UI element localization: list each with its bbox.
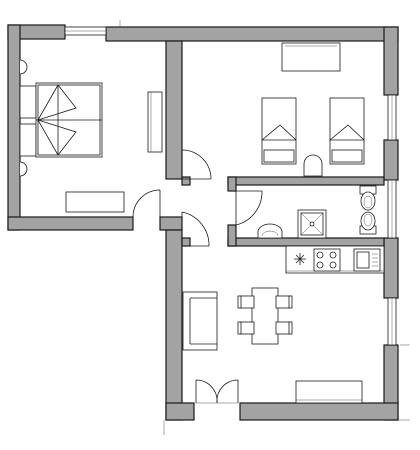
- wall-lamp-bottom: [19, 161, 28, 177]
- wall-hall-stub-top: [181, 176, 191, 186]
- dining-table: [251, 287, 279, 345]
- wall-right-2: [383, 139, 399, 181]
- fridge-icon: [294, 253, 306, 265]
- door-bedroom-double: [132, 189, 161, 218]
- wall-top-right: [105, 26, 399, 42]
- wall-bath-bottom: [227, 237, 385, 247]
- toilet: [359, 185, 377, 211]
- door-entrance: [195, 379, 239, 404]
- wall-bath-top: [227, 176, 385, 186]
- bathroom: [257, 185, 377, 239]
- wall-lamp-top: [19, 59, 28, 75]
- walls: [7, 24, 399, 421]
- wall-bedroom1-bottom: [7, 216, 134, 231]
- sofa: [182, 291, 218, 351]
- living-kitchen: [182, 245, 385, 404]
- wall-bedroom1-bottom-right: [159, 216, 183, 231]
- door-bedroom-twin: [181, 149, 212, 180]
- wall-bath-left: [227, 176, 237, 192]
- wall-partition-bedrooms: [165, 40, 183, 180]
- bidet: [359, 211, 377, 235]
- kitchen-sink: [353, 248, 381, 272]
- bedroom-double: [19, 59, 163, 213]
- stove: [313, 248, 341, 272]
- wall-right-3: [383, 237, 399, 299]
- wall-hall-left-low: [165, 229, 183, 421]
- door-living: [181, 211, 210, 247]
- shower: [297, 209, 327, 239]
- nightstand-bedroom2: [303, 154, 323, 177]
- wall-bottom-right: [239, 402, 399, 421]
- wardrobe-bedroom1: [65, 191, 125, 213]
- construction-lines: [119, 20, 410, 435]
- sideboard: [295, 380, 363, 404]
- wall-bath-left-low: [227, 224, 237, 247]
- wall-left: [7, 24, 21, 231]
- bathroom-sink: [257, 223, 283, 239]
- dresser: [147, 91, 163, 153]
- wall-hall-stub-bottom: [181, 237, 191, 247]
- wardrobe-bedroom2: [281, 42, 341, 72]
- door-bathroom: [235, 190, 263, 226]
- dining-chairs: [237, 295, 293, 335]
- windows: [64, 26, 397, 346]
- wall-right-1: [383, 26, 399, 96]
- bedroom-twin: [261, 42, 365, 177]
- doors: [132, 149, 263, 404]
- wall-bottom-left: [165, 402, 195, 421]
- nightstand-bottom: [19, 123, 37, 157]
- nightstand-top: [19, 85, 37, 119]
